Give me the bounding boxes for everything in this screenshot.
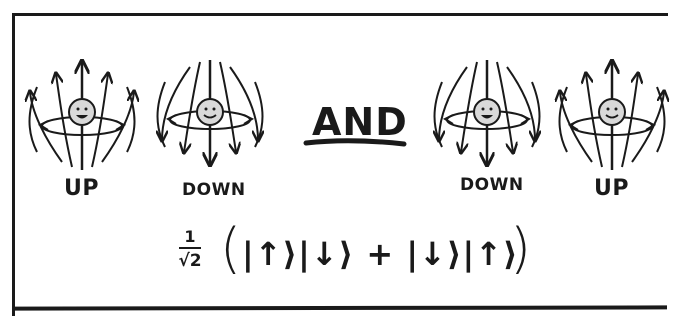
coefficient-denominator: √2: [170, 250, 210, 272]
and-label: AND: [312, 100, 408, 144]
spin-up-particle-1: [30, 62, 135, 170]
normalization-coefficient: 1 √2: [170, 228, 210, 272]
fraction-bar: [179, 247, 201, 249]
open-paren: (: [220, 222, 241, 276]
spin-up-particle-2: [560, 62, 665, 170]
spin-down-particle-2: [435, 60, 540, 164]
label-down-1: DOWN: [182, 180, 246, 200]
label-up-2: UP: [594, 176, 629, 201]
coefficient-numerator: 1: [170, 228, 210, 246]
spin-down-particle-1: [158, 60, 263, 164]
close-paren: ): [510, 222, 531, 276]
ket-expression: |↑⟩|↓⟩ + |↓⟩|↑⟩: [242, 236, 519, 272]
label-down-2: DOWN: [460, 175, 524, 195]
label-up-1: UP: [64, 176, 99, 201]
